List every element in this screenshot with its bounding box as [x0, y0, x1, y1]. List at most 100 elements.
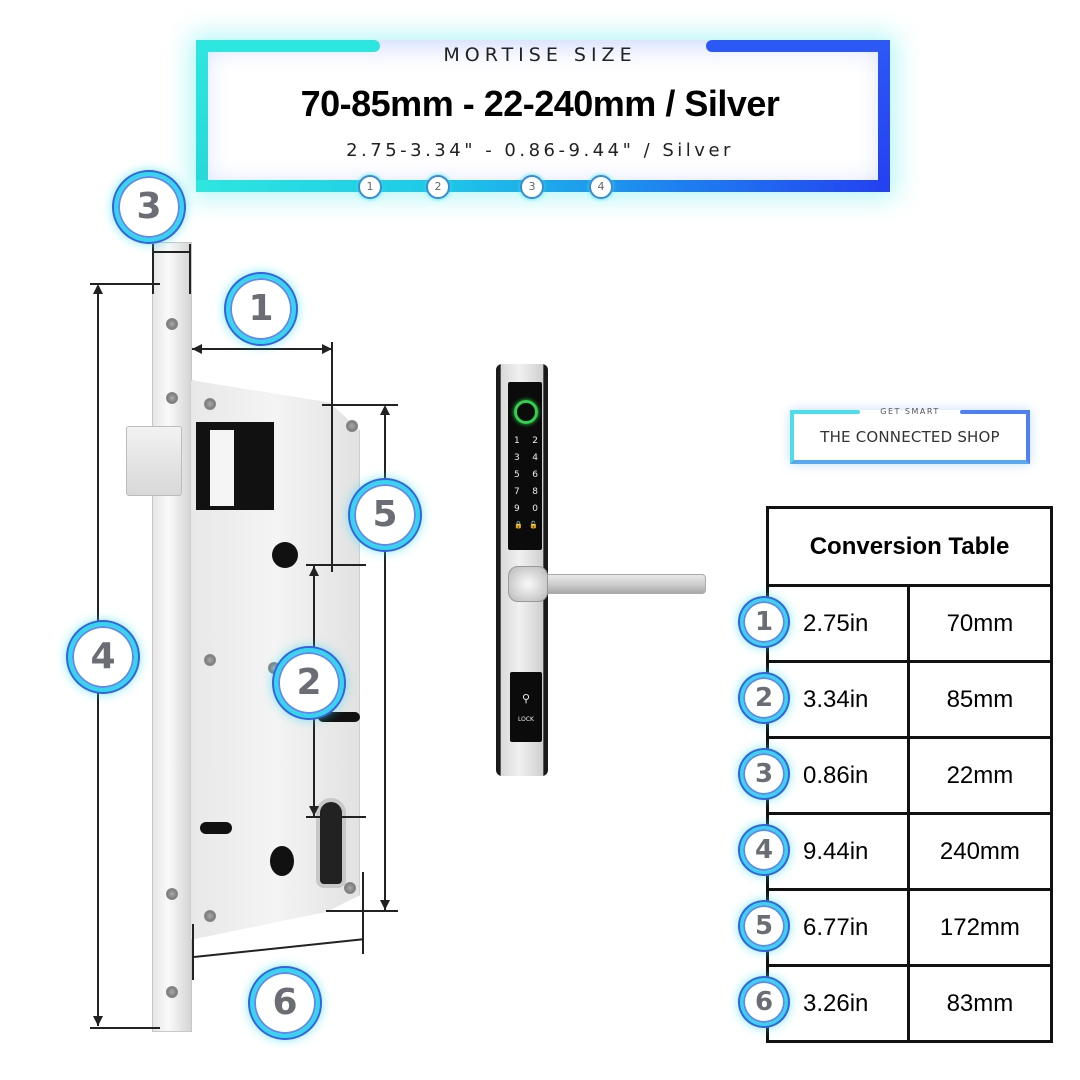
header-subtitle: 2.75-3.34" - 0.86-9.44" / Silver	[346, 140, 734, 161]
header-frame-right	[878, 40, 890, 192]
dim-4-top	[90, 283, 160, 285]
cell-inches: 9.44in	[766, 812, 910, 891]
dim-3-ext-right	[189, 244, 191, 294]
key: 2	[532, 436, 538, 446]
spindle-hole	[272, 542, 298, 568]
slot-hole	[200, 822, 232, 834]
lower-hole	[270, 846, 294, 876]
dim-3-line	[154, 251, 189, 253]
dim-5-top	[322, 404, 398, 406]
fingerprint-sensor-icon	[514, 400, 538, 424]
key: 1	[514, 436, 520, 446]
mini-badge-1: 1	[358, 175, 382, 199]
latch-bolt	[126, 426, 182, 496]
cell-mm: 83mm	[906, 964, 1054, 1043]
callout-badge-1: 1	[226, 274, 296, 344]
cell-mm: 85mm	[906, 660, 1054, 739]
table-row: 3.34in 85mm	[766, 660, 1054, 739]
table-row-badge-1: 1	[740, 598, 788, 646]
brand-frame-top-left	[790, 410, 860, 414]
dim-1-arrow-right	[322, 344, 332, 354]
key: 5	[514, 470, 520, 480]
header-kicker: MORTISE SIZE	[443, 44, 637, 66]
table-row: 0.86in 22mm	[766, 736, 1054, 815]
cell-inches: 6.77in	[766, 888, 910, 967]
dim-6-line	[193, 938, 364, 958]
key: 3	[514, 453, 520, 463]
table-row-badge-2: 2	[740, 674, 788, 722]
dim-4-arrow-down	[93, 1016, 103, 1026]
dim-1-ext	[331, 342, 333, 572]
dim-6-ext-left	[192, 924, 194, 980]
dim-1-arrow-left	[192, 344, 202, 354]
conversion-table: Conversion Table 2.75in 70mm 3.34in 85mm…	[766, 506, 1054, 1043]
conversion-table-title: Conversion Table	[766, 506, 1053, 587]
key: 9	[514, 504, 520, 514]
table-row-badge-5: 5	[740, 902, 788, 950]
header-frame-left	[196, 46, 208, 192]
screw	[204, 910, 216, 922]
dim-5-arrow-down	[380, 900, 390, 910]
dim-5-arrow-up	[380, 405, 390, 415]
brand-name: THE CONNECTED SHOP	[820, 428, 1000, 446]
cell-inches: 0.86in	[766, 736, 910, 815]
table-row-badge-3: 3	[740, 750, 788, 798]
header-frame-top-left	[196, 40, 380, 52]
key: 6	[532, 470, 538, 480]
unlock-icon: 🔓	[529, 521, 538, 529]
screw	[204, 654, 216, 666]
callout-badge-3: 3	[114, 172, 184, 242]
screw	[346, 420, 358, 432]
dim-4-arrow-up	[93, 284, 103, 294]
lock-icon: 🔒	[514, 521, 523, 529]
lock-label: LOCK	[518, 716, 534, 723]
dim-2-bottom	[306, 816, 366, 818]
screw	[166, 888, 178, 900]
cell-mm: 70mm	[906, 584, 1054, 663]
mini-badge-4: 4	[589, 175, 613, 199]
dim-2-arrow-up	[309, 566, 319, 576]
screw	[166, 392, 178, 404]
screw	[166, 986, 178, 998]
keypad-row: 🔒🔓	[514, 521, 538, 529]
table-row: 2.75in 70mm	[766, 584, 1054, 663]
cell-inches: 3.34in	[766, 660, 910, 739]
key-icon: ⚲	[522, 693, 531, 705]
screw	[344, 882, 356, 894]
brand-logo: GET SMART THE CONNECTED SHOP	[790, 407, 1030, 464]
dim-1-line	[192, 348, 332, 350]
mini-badge-3: 3	[520, 175, 544, 199]
brand-frame-top-right	[960, 410, 1030, 414]
cell-mm: 240mm	[906, 812, 1054, 891]
lock-faceplate	[152, 242, 192, 1032]
screw	[204, 398, 216, 410]
cylinder-cutout	[316, 798, 346, 888]
key: 7	[514, 487, 520, 497]
dim-5-line	[384, 410, 386, 910]
cell-mm: 172mm	[906, 888, 1054, 967]
key: 0	[532, 504, 538, 514]
mini-badge-2: 2	[426, 175, 450, 199]
upper-slot	[318, 712, 360, 722]
dim-2-arrow-down	[309, 806, 319, 816]
callout-badge-2: 2	[274, 648, 344, 718]
brand-kicker: GET SMART	[880, 407, 940, 416]
table-row: 6.77in 172mm	[766, 888, 1054, 967]
dim-2-top	[306, 564, 366, 566]
brand-frame	[790, 410, 1030, 464]
key: 8	[532, 487, 538, 497]
dim-3-ext-left	[152, 244, 154, 294]
table-row-badge-4: 4	[740, 826, 788, 874]
table-row-badge-6: 6	[740, 978, 788, 1026]
lever-rose	[508, 566, 548, 602]
table-row: 3.26in 83mm	[766, 964, 1054, 1043]
key-cover-panel	[510, 672, 542, 742]
table-row: 9.44in 240mm	[766, 812, 1054, 891]
header-frame-top-right	[706, 40, 890, 52]
cell-mm: 22mm	[906, 736, 1054, 815]
key: 4	[532, 453, 538, 463]
